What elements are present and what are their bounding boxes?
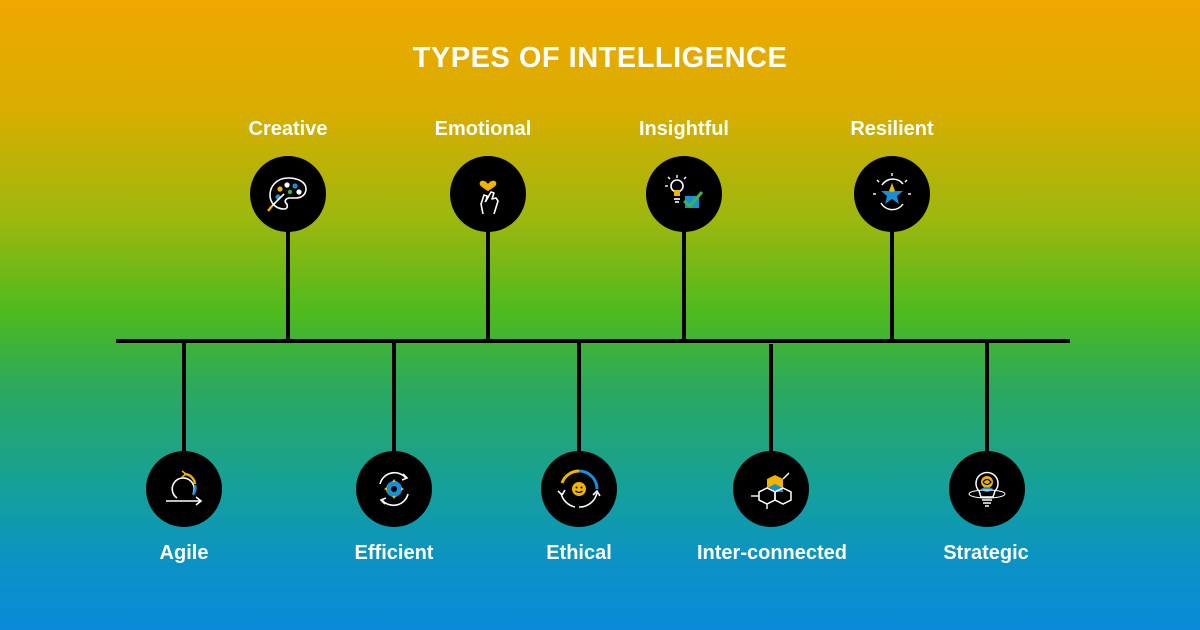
label-inter-connected: Inter-connected: [696, 542, 848, 564]
connector-creative: [286, 228, 290, 340]
node-agile: [146, 451, 222, 527]
node-insightful: [646, 156, 722, 232]
palette-icon: [267, 177, 307, 212]
label-strategic: Strategic: [943, 542, 1029, 564]
brain-bulb-icon: [968, 471, 1006, 507]
label-agile: Agile: [159, 542, 209, 564]
agile-loop-icon: [166, 470, 203, 506]
label-emotional: Emotional: [434, 118, 532, 140]
heart-hand-icon: [479, 180, 499, 215]
connector-emotional: [486, 228, 490, 340]
label-creative: Creative: [248, 118, 328, 140]
connector-insightful: [682, 228, 686, 340]
node-inter-connected: [733, 451, 809, 527]
label-efficient: Efficient: [354, 542, 434, 564]
label-resilient: Resilient: [850, 118, 934, 140]
label-insightful: Insightful: [639, 118, 729, 140]
hexagon-network-icon: [751, 472, 792, 509]
node-strategic: [949, 451, 1025, 527]
connector-ethical: [577, 341, 581, 453]
gear-cycle-icon: [379, 471, 409, 507]
node-ethical: [541, 451, 617, 527]
connector-strategic: [985, 341, 989, 453]
connector-efficient: [392, 341, 396, 453]
connector-agile: [182, 341, 186, 453]
page-title: TYPES OF INTELLIGENCE: [412, 42, 788, 74]
smile-cycle-icon: [557, 469, 601, 508]
node-efficient: [356, 451, 432, 527]
timeline-axis: [116, 339, 1070, 343]
lightbulb-check-icon: [665, 175, 704, 209]
star-cycle-icon: [873, 173, 911, 211]
node-creative: [250, 156, 326, 232]
label-ethical: Ethical: [546, 542, 612, 564]
node-emotional: [450, 156, 526, 232]
connector-inter-connected: [769, 344, 773, 453]
connector-resilient: [890, 228, 894, 340]
node-resilient: [854, 156, 930, 232]
